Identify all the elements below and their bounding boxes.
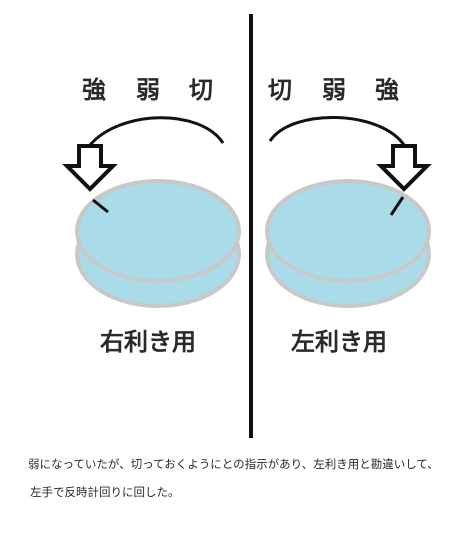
right-curve-arrow [268,116,406,146]
right-down-arrow-icon [376,144,432,192]
right-scale-off: 切 [268,76,292,104]
left-down-arrow-icon [62,144,118,192]
caption-line-1: 弱になっていたが、切っておくようにとの指示があり、左利き用と勘違いして、 [28,457,439,471]
left-scale-weak: 弱 [136,76,160,104]
left-dial [75,179,241,308]
right-dial-pointer [389,196,405,216]
right-scale-strong: 強 [375,76,399,104]
right-hand-label: 右利き用 [100,328,196,356]
left-hand-label: 左利き用 [291,328,387,356]
left-scale-strong: 強 [82,76,106,104]
right-scale-weak: 弱 [322,76,346,104]
right-dial [265,179,431,308]
left-curve-arrow [88,116,225,146]
caption-line-2: 左手で反時計回りに回した。 [30,485,180,499]
left-dial-pointer [92,198,109,214]
right-scale: 切 弱 強 [0,70,458,104]
left-scale: 強 弱 切 [0,70,250,104]
left-scale-off: 切 [189,76,213,104]
